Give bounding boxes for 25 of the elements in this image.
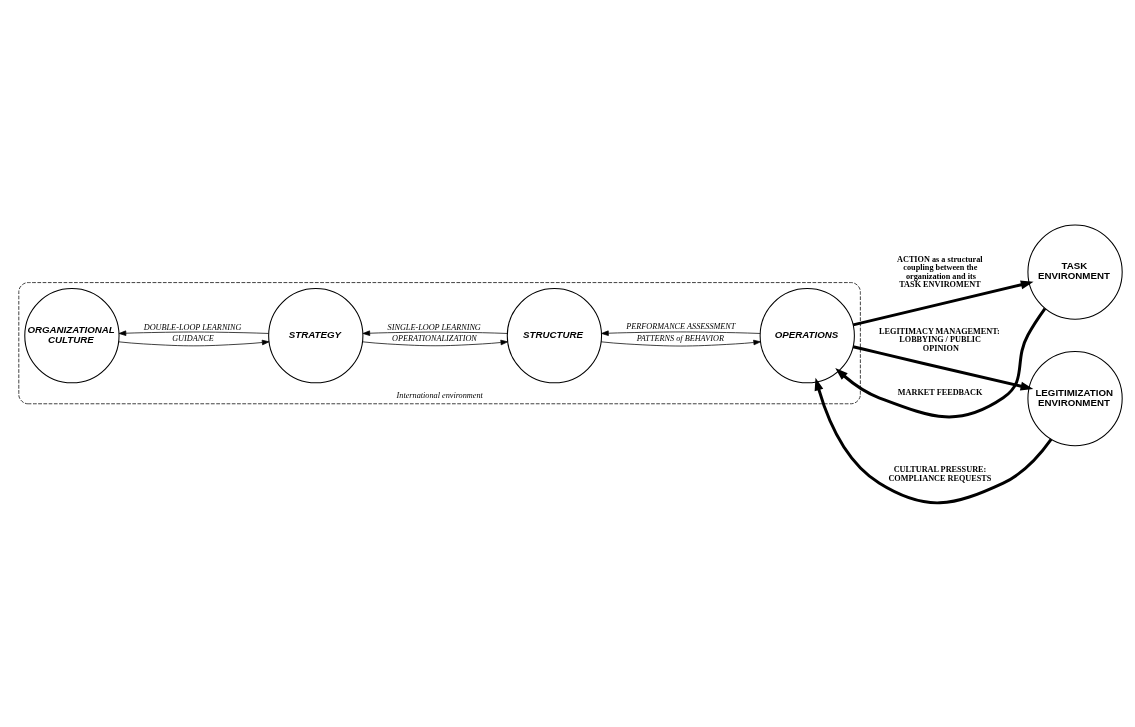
arrow (362, 330, 508, 336)
edge-label: LEGITIMACY MANAGEMENT: LOBBYING / PUBLIC OPINION (879, 326, 1000, 353)
edge-label: MARKET FEEDBACK (897, 387, 983, 397)
node-circle: ORGANIZATIONAL CULTURE (24, 287, 120, 383)
edge-label: PERFORMANCE ASSESSMENT (626, 321, 736, 331)
node-circle: TASK ENVIRONMENT (1027, 223, 1123, 320)
edge-label: ACTION as a structural coupling between the organization and its TASK ENVIROMENT (897, 254, 983, 289)
edge-label: PATTERNS of BEHAVIOR (636, 333, 724, 343)
node-circle: STRUCTURE (506, 287, 603, 383)
arrow (362, 339, 509, 346)
node-circle: STRATEGY (268, 287, 364, 383)
edge-label: OPERATIONALIZATION (392, 333, 477, 343)
arrow (118, 339, 270, 346)
edge-label: GUIDANCE (172, 333, 214, 343)
arrow (601, 330, 761, 336)
node-circle: LEGITIMIZATION ENVIRONMENT (1027, 350, 1123, 446)
arrow (835, 307, 1047, 418)
arrow (118, 330, 269, 336)
edge-label: SINGLE-LOOP LEARNING (387, 322, 481, 332)
arrow (852, 344, 1034, 391)
arrow (814, 377, 1053, 504)
arrow (852, 279, 1034, 326)
edge-label: CULTURAL PRESSURE: COMPLIANCE REQUESTS (888, 464, 992, 483)
edge-label: DOUBLE-LOOP LEARNING (143, 322, 242, 332)
arrow (600, 339, 761, 346)
